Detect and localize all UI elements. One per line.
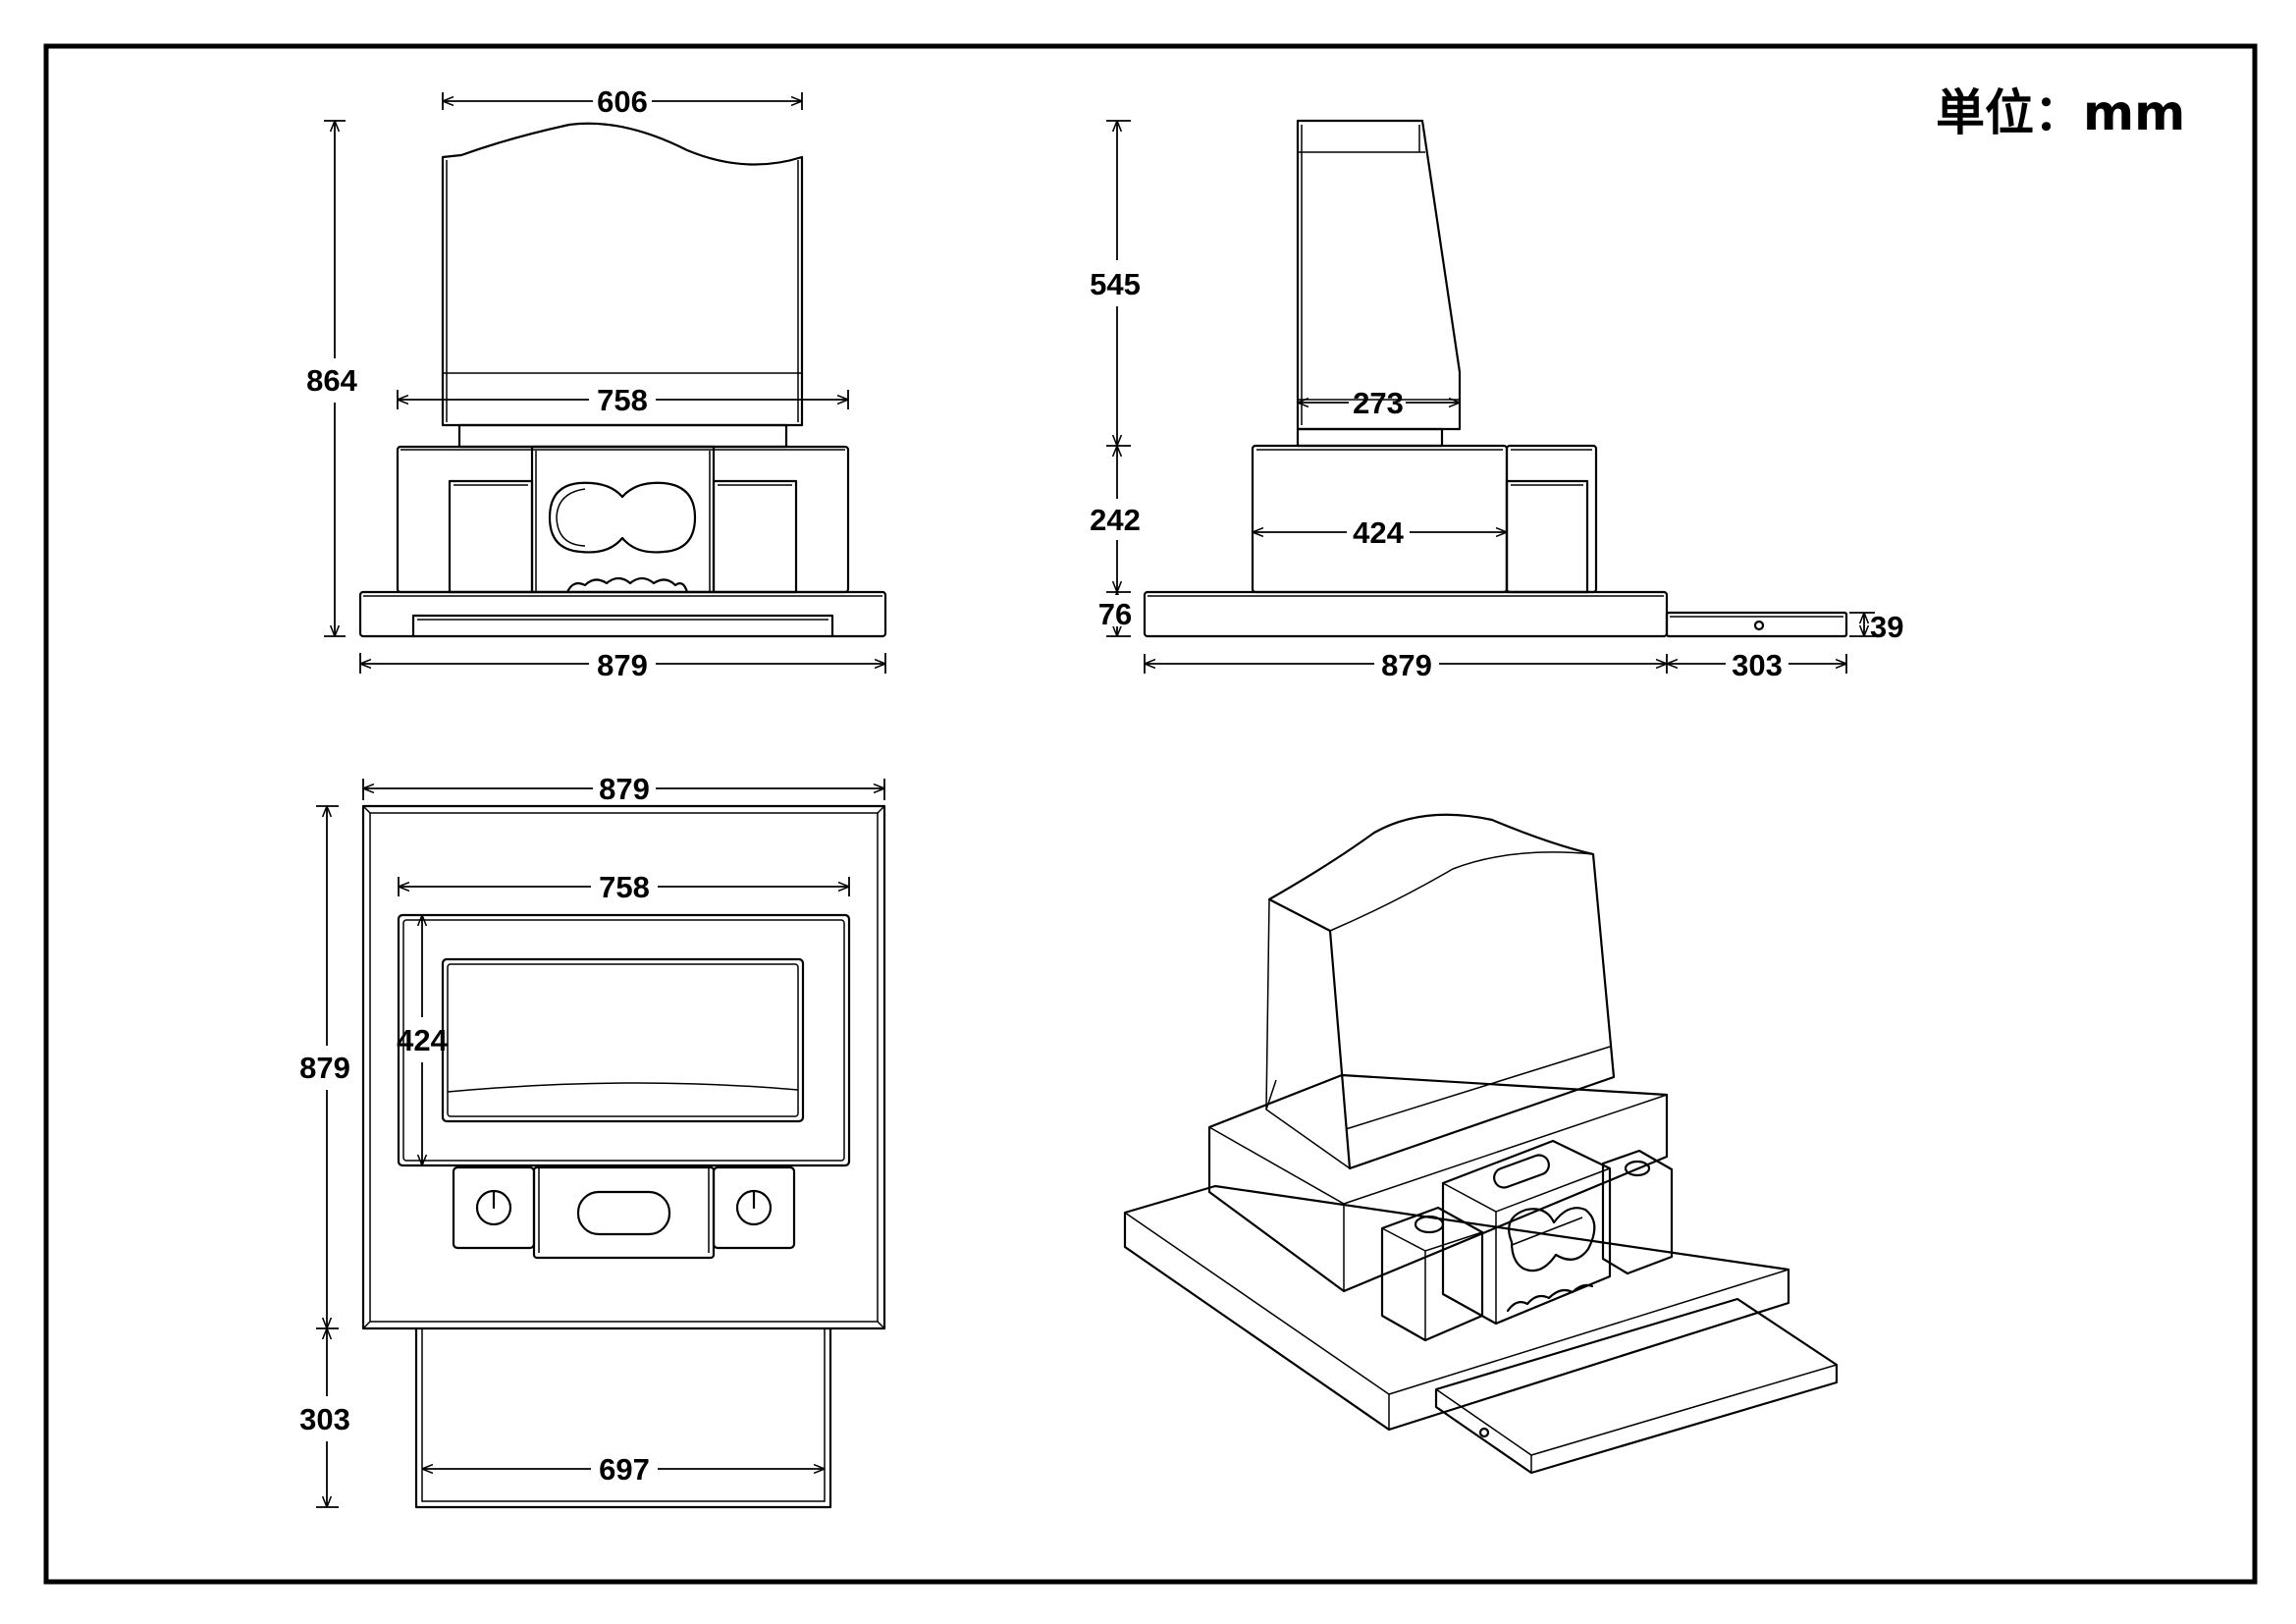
plan-dim-697: 697 [599,1452,650,1487]
side-view: 545 242 76 273 424 39 879 303 [1090,119,1903,682]
plan-dim-303: 303 [299,1402,350,1436]
front-dim-758: 758 [597,383,648,417]
sheet-border [43,43,2258,1585]
side-dim-303: 303 [1732,648,1783,682]
side-dim-76: 76 [1098,597,1132,631]
side-dim-424: 424 [1353,515,1404,550]
plan-dim-424: 424 [397,1023,448,1057]
front-dim-606: 606 [597,84,648,119]
plan-dim-758: 758 [599,870,650,904]
plan-dim-879-width: 879 [599,772,650,806]
side-dim-545: 545 [1090,267,1141,301]
isometric-view [1123,813,1839,1475]
unit-label: 単位：mm [1936,84,2185,141]
side-dim-39: 39 [1870,610,1903,644]
side-dim-273: 273 [1353,386,1404,420]
plan-view: 879 758 424 879 303 697 [299,772,886,1509]
front-view: 606 864 758 879 [306,84,887,682]
plan-dim-879-depth: 879 [299,1051,350,1085]
side-dim-879: 879 [1381,648,1432,682]
front-dim-879: 879 [597,648,648,682]
side-dim-242: 242 [1090,503,1141,537]
front-dim-864: 864 [306,363,357,398]
